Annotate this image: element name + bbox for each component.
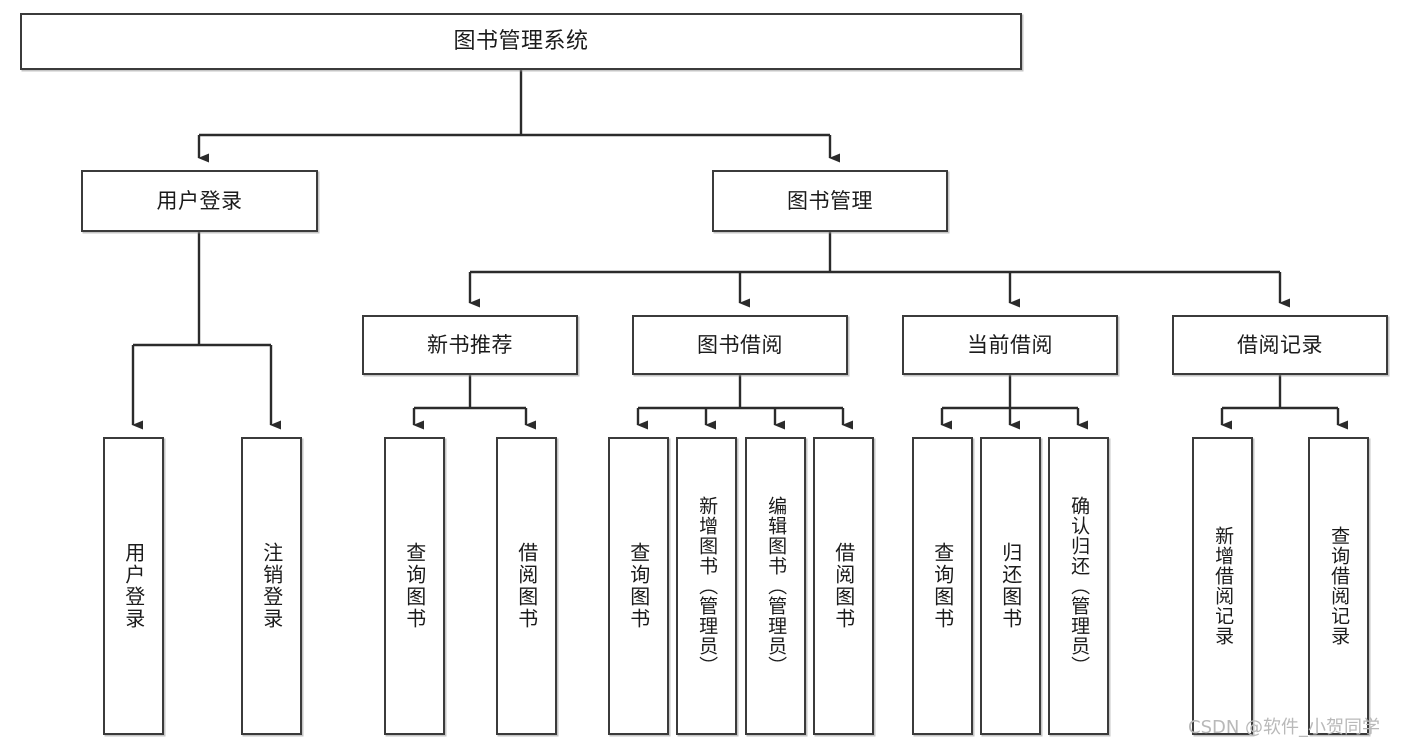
leaf-query-book-current[interactable]: 查询图书 [912, 437, 973, 735]
leaf-add-book[interactable]: 新增图书（管理员） [676, 437, 737, 735]
leaf-logout[interactable]: 注销登录 [241, 437, 302, 735]
node-label: 查询图书 [402, 542, 427, 630]
node-new-book-recommend[interactable]: 新书推荐 [362, 315, 578, 375]
node-label: 借阅记录 [1237, 332, 1323, 357]
node-current-borrow[interactable]: 当前借阅 [902, 315, 1118, 375]
leaf-add-borrow-record[interactable]: 新增借阅记录 [1192, 437, 1253, 735]
leaf-user-login[interactable]: 用户登录 [103, 437, 164, 735]
node-user-login[interactable]: 用户登录 [81, 170, 318, 232]
leaf-confirm-return[interactable]: 确认归还（管理员） [1048, 437, 1109, 735]
node-label: 新增图书（管理员） [696, 496, 719, 676]
node-label: 新增借阅记录 [1212, 526, 1235, 646]
leaf-borrow-book[interactable]: 借阅图书 [813, 437, 874, 735]
node-label: 注销登录 [259, 542, 284, 630]
node-book-manage[interactable]: 图书管理 [712, 170, 948, 232]
node-label: 查询图书 [930, 542, 955, 630]
node-label: 用户登录 [156, 188, 243, 213]
node-label: 图书借阅 [697, 332, 783, 357]
leaf-query-book-borrow[interactable]: 查询图书 [608, 437, 669, 735]
node-label: 当前借阅 [967, 332, 1053, 357]
leaf-query-borrow-record[interactable]: 查询借阅记录 [1308, 437, 1369, 735]
node-borrow-record[interactable]: 借阅记录 [1172, 315, 1388, 375]
node-label: 新书推荐 [427, 332, 513, 357]
node-label: 借阅图书 [514, 542, 539, 630]
node-label: 查询借阅记录 [1328, 526, 1351, 646]
node-label: 归还图书 [998, 542, 1023, 630]
leaf-return-book[interactable]: 归还图书 [980, 437, 1041, 735]
node-label: 图书管理 [787, 188, 873, 213]
node-book-borrow[interactable]: 图书借阅 [632, 315, 848, 375]
node-label: 用户登录 [121, 542, 146, 630]
node-label: 借阅图书 [831, 542, 856, 630]
node-label: 确认归还（管理员） [1068, 496, 1091, 676]
node-label: 编辑图书（管理员） [765, 496, 788, 676]
leaf-query-book-recommend[interactable]: 查询图书 [384, 437, 445, 735]
node-label: 查询图书 [626, 542, 651, 630]
leaf-edit-book[interactable]: 编辑图书（管理员） [745, 437, 806, 735]
csdn-watermark: CSDN @软件_小贺同学 [1188, 717, 1381, 738]
node-root-system[interactable]: 图书管理系统 [20, 13, 1022, 70]
leaf-borrow-book-recommend[interactable]: 借阅图书 [496, 437, 557, 735]
node-label: 图书管理系统 [453, 28, 589, 54]
